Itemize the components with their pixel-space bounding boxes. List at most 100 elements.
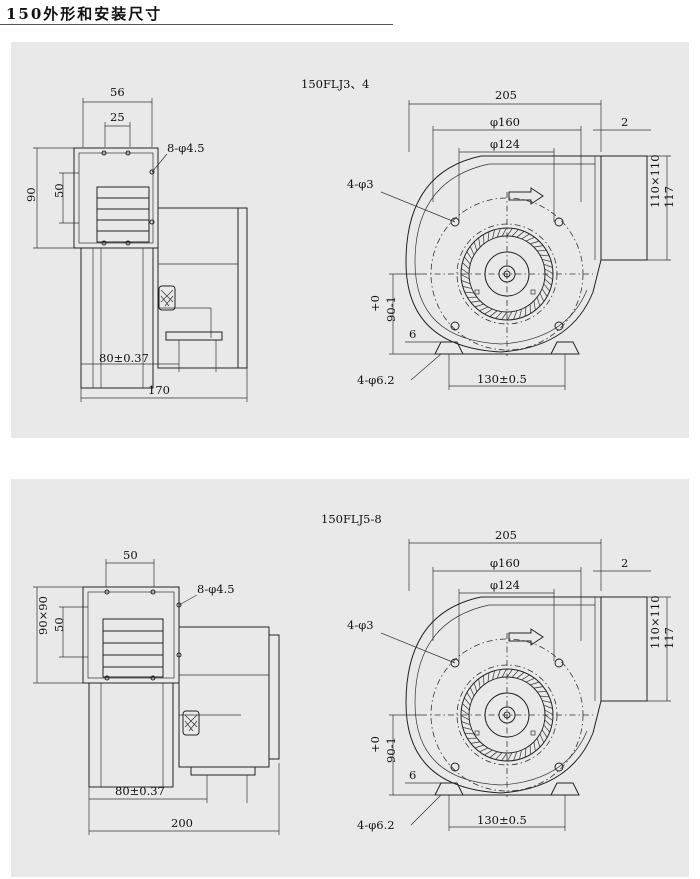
dim-hole-height: 50 [52, 183, 66, 198]
blade [473, 241, 478, 251]
dim-outlet-height: 117 [662, 627, 676, 649]
scroll-housing [405, 155, 602, 353]
blade [533, 300, 536, 311]
blade [542, 700, 552, 703]
foot-right [550, 341, 580, 355]
blade [461, 268, 470, 275]
blade [521, 674, 530, 681]
impeller-window [102, 618, 164, 678]
page-title: 150外形和安装尺寸 [6, 5, 163, 23]
blade [516, 672, 525, 679]
dim-circle-outer: φ160 [490, 556, 520, 570]
blade [462, 286, 472, 289]
blade [543, 283, 550, 292]
dim-outlet: 110×110 [648, 154, 662, 208]
blade [506, 228, 513, 237]
blade [501, 311, 508, 320]
label-holes: 8-φ4.5 [167, 141, 205, 155]
blade [539, 292, 545, 302]
blade [462, 727, 472, 730]
blade [470, 300, 481, 303]
blade [544, 709, 554, 715]
model-label: 150FLJ5-8 [321, 512, 382, 526]
front-view: 205 φ160 φ124 2 117 110×110 [347, 528, 676, 832]
base-foot [190, 766, 256, 776]
dim-overall-length: 170 [148, 383, 170, 397]
blade [487, 231, 490, 242]
motor-body [178, 626, 270, 768]
blade [489, 751, 498, 758]
dim-circle-outer: φ160 [490, 115, 520, 129]
blade [479, 747, 489, 753]
blade [478, 678, 481, 689]
outlet-flange [600, 596, 648, 702]
hub [484, 692, 530, 738]
blade [544, 273, 553, 280]
hub [484, 251, 530, 297]
drawing-panel-1: 150FLJ3、4 56 25 8-φ4.5 [11, 42, 689, 438]
blade [492, 229, 495, 239]
blade [496, 669, 501, 679]
label-holes: 8-φ4.5 [197, 582, 235, 596]
dim-tolerance: +0 [368, 736, 382, 753]
drawing-svg-2: 150FLJ5-8 50 8-φ4.5 90×90 [33, 512, 676, 835]
dim-center-height: 90-1 [384, 296, 398, 322]
blade [496, 228, 501, 238]
dim-top-width: 50 [123, 548, 138, 562]
blade [544, 719, 552, 727]
dim-foot-thickness: 6 [409, 768, 416, 782]
dim-height: 90×90 [36, 596, 50, 635]
blade [521, 233, 530, 240]
impeller-window [96, 186, 150, 243]
dim-foot-spacing: 130±0.5 [477, 813, 527, 827]
dim-width: 205 [495, 88, 517, 102]
blade [543, 263, 553, 268]
dim-foot-thickness: 6 [409, 327, 416, 341]
airflow-arrow [508, 187, 544, 205]
blade [473, 682, 478, 692]
blade [539, 733, 545, 743]
blade [519, 309, 522, 319]
outlet-flange [600, 155, 648, 261]
title-rule [0, 24, 393, 25]
blade [469, 687, 475, 697]
terminal-box [158, 285, 176, 311]
impeller-blades [460, 227, 554, 321]
blade [460, 274, 470, 280]
blade [492, 670, 495, 680]
dim-hole-height: 50 [52, 617, 66, 632]
blade [525, 236, 535, 242]
blade [539, 695, 550, 698]
blade [460, 715, 470, 721]
blade [507, 311, 513, 321]
blade [533, 741, 536, 752]
impeller [460, 227, 554, 321]
blade [501, 668, 507, 678]
blade [495, 752, 503, 760]
blade [461, 721, 471, 726]
dim-overall-length: 200 [171, 816, 193, 830]
blade [484, 749, 493, 756]
blade [489, 310, 498, 317]
blade [542, 259, 552, 262]
impeller-blades [460, 668, 554, 762]
dim-top-width: 56 [110, 85, 125, 99]
blade [464, 256, 471, 265]
blade [461, 280, 471, 285]
blade [495, 311, 503, 319]
dim-offset: 2 [621, 556, 628, 570]
dim-tolerance: +0 [368, 295, 382, 312]
label-mount-holes: 4-φ3 [347, 177, 374, 191]
dim-circle-inner: φ124 [490, 137, 520, 151]
blade [466, 251, 473, 260]
blade [533, 245, 544, 248]
flange-holes [104, 589, 182, 681]
blade [541, 729, 548, 738]
blade [544, 714, 553, 721]
blade [536, 297, 541, 307]
blade [466, 692, 473, 701]
blade [474, 744, 484, 749]
dim-outlet-height: 117 [662, 186, 676, 208]
blade [530, 240, 540, 245]
housing-body [88, 682, 174, 788]
